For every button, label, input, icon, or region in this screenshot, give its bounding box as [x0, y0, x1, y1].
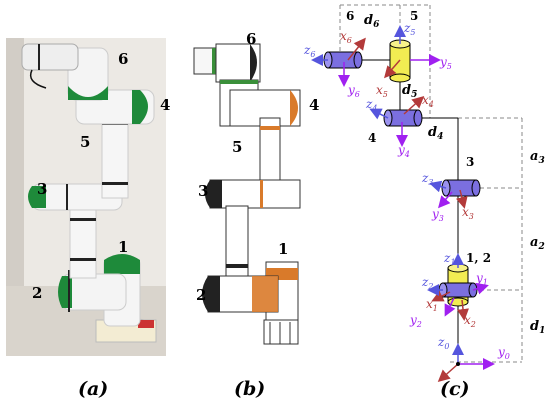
- cad-joint-label-5: 5: [232, 138, 243, 156]
- photo-wall-edge: [6, 38, 24, 356]
- axis-label-x3: x3: [462, 205, 474, 221]
- caption-a: (a): [78, 378, 109, 400]
- axis-label-x5: x5: [376, 83, 388, 99]
- axis-label-z5: z5: [403, 21, 415, 37]
- photo-joint-label-2: 2: [32, 284, 43, 302]
- axis-label-y2: y2: [409, 313, 422, 329]
- cad-joint-label-4: 4: [309, 96, 320, 114]
- axis-label-x1: x1: [426, 297, 438, 313]
- axis-label-x2: x2: [464, 313, 476, 329]
- photo-joint-label-1: 1: [118, 238, 129, 256]
- cad-joint-label-2: 2: [196, 286, 207, 304]
- axis-label-z4: z4: [365, 97, 377, 113]
- axis-arrows: [311, 25, 495, 382]
- schematic-joint-label-6: 6: [346, 9, 354, 23]
- photo-joint-label-4: 4: [160, 96, 171, 114]
- photo-joint-label-3: 3: [37, 180, 48, 198]
- cad-joint-label-6: 6: [246, 30, 257, 48]
- axis-label-y5: y5: [439, 55, 452, 71]
- caption-c: (c): [440, 378, 470, 400]
- kinematic-schematic: 6 5 4 3 1, 2 d6 d5 d4 a3 a2 d1 z6 x6 y6 …: [303, 4, 545, 382]
- cad-joint-label-1: 1: [278, 240, 289, 258]
- dim-a3: a3: [530, 149, 545, 166]
- schematic-joint-label-3: 3: [466, 155, 474, 169]
- axis-label-z6: z6: [303, 43, 315, 59]
- joint-4-cylinder: [383, 109, 423, 127]
- axis-label-y3: y3: [431, 207, 444, 223]
- dim-a2: a2: [530, 235, 545, 252]
- axis-label-y0: y0: [497, 345, 510, 361]
- dim-d5: d5: [402, 83, 417, 100]
- axis-label-z1: z1: [443, 251, 455, 267]
- cad-joint-label-3: 3: [198, 182, 209, 200]
- robot-photo: [6, 38, 166, 356]
- axis-label-y6: y6: [347, 83, 360, 99]
- axis-label-z2: z2: [421, 275, 433, 291]
- robot-arm-photo-drawing: [21, 43, 157, 343]
- schematic-joint-label-5: 5: [410, 9, 418, 23]
- kinematic-links: [340, 59, 478, 364]
- robot-cad-model: [193, 43, 301, 345]
- photo-joint-label-6: 6: [118, 50, 129, 68]
- dim-d6: d6: [364, 13, 380, 30]
- schematic-joint-label-1-2: 1, 2: [466, 251, 491, 265]
- caption-b: (b): [234, 378, 266, 400]
- axis-label-y4: y4: [397, 143, 410, 159]
- joint-1-2-cylinders: [438, 263, 478, 307]
- joint-6-cylinder: [323, 51, 363, 69]
- axis-label-y1: y1: [475, 271, 488, 287]
- axis-label-z3: z3: [421, 171, 433, 187]
- schematic-joint-label-4: 4: [368, 131, 376, 145]
- axis-label-z0: z0: [437, 335, 449, 351]
- axis-label-x6: x6: [340, 29, 352, 45]
- dim-d1: d1: [530, 319, 545, 336]
- dim-d4: d4: [428, 125, 443, 142]
- axis-label-x4: x4: [422, 93, 434, 109]
- photo-joint-label-5: 5: [80, 133, 91, 151]
